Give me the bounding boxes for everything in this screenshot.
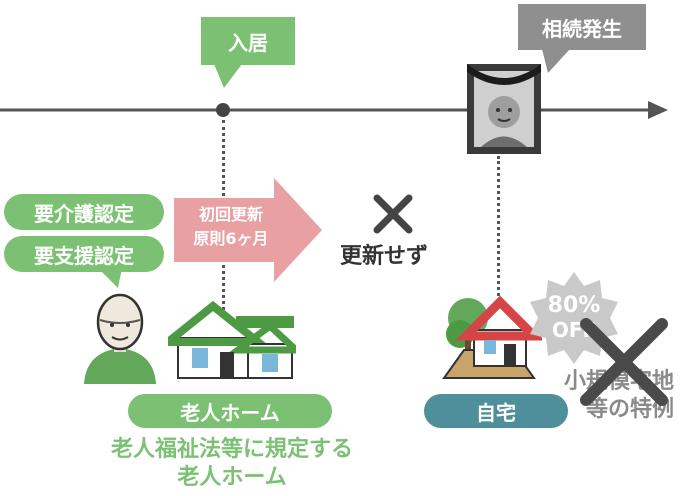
nursing-cert-pill: 要介護認定	[4, 194, 164, 230]
not-renewed-x-icon	[373, 194, 413, 234]
renewal-line2: 原則6ヶ月	[193, 229, 269, 248]
renewal-arrow	[174, 178, 322, 282]
nursing-home-label: 老人ホーム	[180, 400, 280, 425]
caption-line2: 老人ホーム	[177, 465, 287, 490]
own-home-pill: 自宅	[424, 394, 568, 428]
caption-line1: 老人福祉法等に規定する	[110, 437, 353, 462]
move-in-callout-tail	[214, 64, 242, 88]
support-cert-label: 要支援認定	[34, 243, 134, 268]
support-cert-pill: 要支援認定	[4, 236, 164, 272]
nursing-home-caption: 老人福祉法等に規定する 老人ホーム	[88, 436, 376, 492]
renewal-text: 初回更新 原則6ヶ月	[176, 203, 286, 251]
renewal-line1: 初回更新	[198, 205, 263, 224]
inheritance-callout-tail	[542, 49, 570, 73]
discount-percent: 80%	[547, 293, 601, 318]
nursing-home-icon	[168, 300, 296, 379]
move-in-point	[216, 103, 230, 117]
move-in-label: 入居	[228, 30, 268, 55]
inheritance-label: 相続発生	[542, 16, 622, 41]
move-in-callout: 入居	[201, 17, 295, 65]
timeline-axis	[0, 101, 668, 119]
own-home-label: 自宅	[476, 400, 516, 425]
inheritance-callout: 相続発生	[518, 4, 646, 50]
memorial-portrait-icon	[467, 64, 541, 154]
nursing-home-pill: 老人ホーム	[128, 394, 332, 428]
care-pill-tail	[98, 268, 122, 288]
not-renewed-label: 更新せず	[340, 244, 429, 269]
elderly-person-icon	[84, 293, 156, 384]
special-provision-x-icon	[580, 318, 668, 406]
inheritance-dotted-line	[497, 156, 500, 296]
nursing-cert-label: 要介護認定	[34, 201, 134, 226]
own-home-icon	[442, 295, 542, 379]
